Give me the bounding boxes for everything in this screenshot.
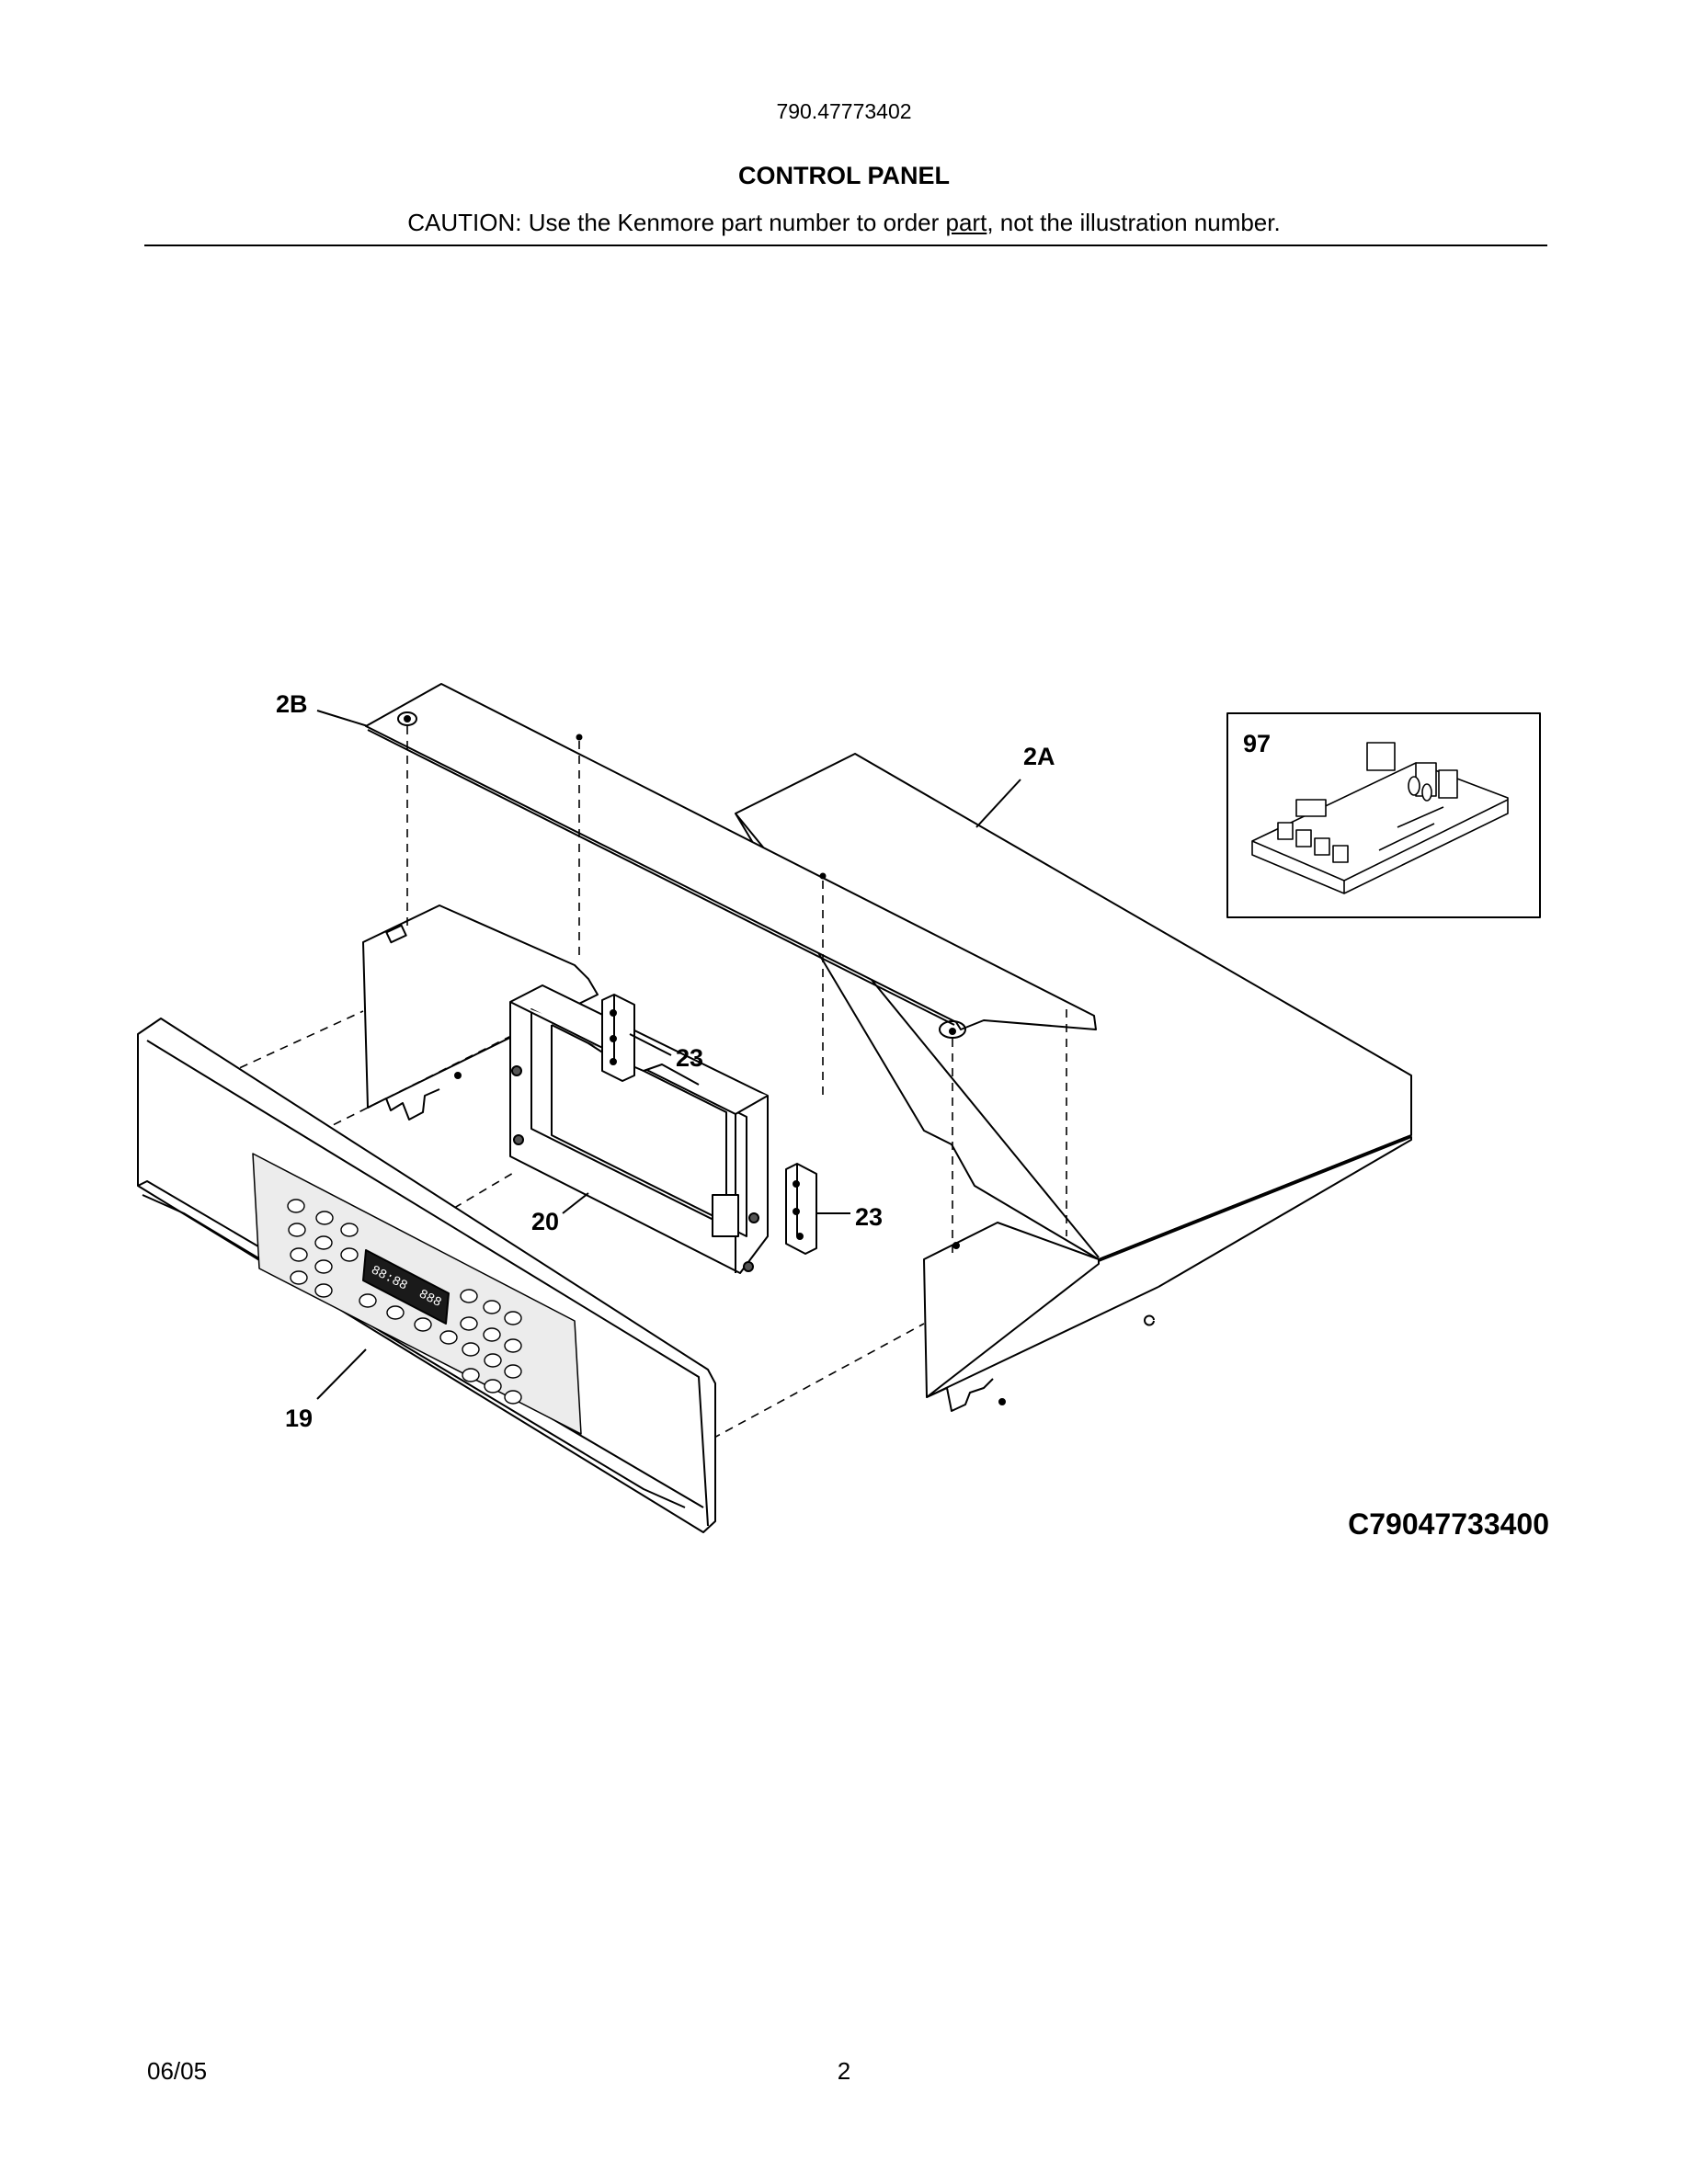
right-side-bracket xyxy=(923,1136,1412,1412)
part-97-relay-board xyxy=(1251,742,1509,894)
section-title: CONTROL PANEL xyxy=(737,162,950,189)
diagram-code: C79047733400 xyxy=(1348,1507,1549,1541)
caution-prefix: CAUTION: Use the Kenmore part number to … xyxy=(407,209,946,236)
callout-labels: 2B 2A 97 23 23 20 19 xyxy=(276,690,1271,1432)
part-19-control-console xyxy=(137,1018,716,1533)
inset-box-97 xyxy=(1226,712,1541,918)
part-2b-top-cover xyxy=(365,683,1097,1039)
callout-leaders xyxy=(316,710,1021,1400)
caution-note: CAUTION: Use the Kenmore part number to … xyxy=(0,209,1688,237)
footer-date: 06/05 xyxy=(147,2057,208,2085)
keypad-buttons xyxy=(287,1199,522,1405)
callout-23-lower: 23 xyxy=(855,1203,883,1231)
header-rule xyxy=(144,245,1547,246)
model-number: 790.47773402 xyxy=(776,99,912,123)
callout-19: 19 xyxy=(285,1405,313,1432)
part-23-lower-bracket xyxy=(785,1163,817,1255)
callout-2b: 2B xyxy=(276,690,308,718)
left-side-bracket xyxy=(362,904,599,1120)
part-20-control-board xyxy=(509,984,769,1274)
callout-23-upper: 23 xyxy=(676,1044,703,1072)
callout-97: 97 xyxy=(1243,730,1271,757)
page-number: 2 xyxy=(837,2057,851,2085)
caution-underlined-word: part xyxy=(945,209,987,236)
callout-2a: 2A xyxy=(1023,743,1055,770)
display-window xyxy=(362,1249,450,1325)
part-23-upper-bracket xyxy=(601,994,635,1082)
callout-20: 20 xyxy=(531,1208,559,1235)
caution-suffix: , not the illustration number. xyxy=(987,209,1281,236)
